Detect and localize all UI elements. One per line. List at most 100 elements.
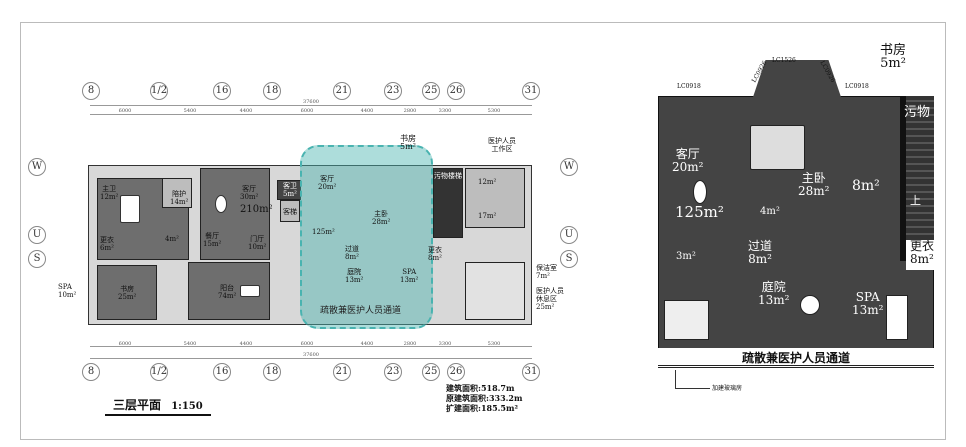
- axis-8-bottom: 8: [82, 363, 100, 381]
- leader-line: [675, 370, 676, 388]
- room-label: 陪护 14m²: [170, 190, 189, 206]
- area-summary: 建筑面积:518.7m 原建筑面积:333.2m 扩建面积:185.5m²: [446, 383, 522, 413]
- room-study: [97, 265, 157, 320]
- axis-23: 23: [384, 82, 402, 100]
- axis-8: 8: [82, 82, 100, 100]
- room-label: 17m²: [478, 212, 497, 220]
- room-living: [200, 168, 270, 260]
- drawing-frame: [20, 22, 946, 440]
- axis-26: 26: [447, 82, 465, 100]
- dimension-line: [90, 346, 532, 347]
- room-label: 4m²: [165, 235, 179, 243]
- window-label: LC0918: [845, 83, 869, 90]
- dimension: 4400: [239, 108, 253, 114]
- bed: [750, 125, 805, 170]
- room-label: 12m²: [478, 178, 497, 186]
- extension-area: 扩建面积:185.5m²: [446, 403, 518, 413]
- dimension: 5300: [487, 341, 501, 347]
- room-label: 过道 8m²: [345, 245, 359, 261]
- room-label: 客卫 5m²: [283, 182, 297, 198]
- dimension: 6000: [118, 341, 132, 347]
- plan-title-text: 三层平面: [113, 398, 162, 412]
- axis-s-left: S: [28, 250, 46, 268]
- study-label: 书房 5m²: [880, 43, 907, 71]
- room-label: 阳台 74m²: [218, 284, 237, 300]
- room-label: 主卫 12m²: [100, 185, 119, 201]
- axis-u-left: U: [28, 226, 46, 244]
- axis-18: 18: [263, 82, 281, 100]
- wall: [900, 96, 906, 261]
- room-label: SPA 13m²: [400, 268, 419, 284]
- dimension: 2800: [403, 108, 417, 114]
- axis-26-bottom: 26: [447, 363, 465, 381]
- highlighted-unit[interactable]: [300, 145, 433, 329]
- room-label: SPA 13m²: [852, 290, 884, 317]
- axis-31-bottom: 31: [522, 363, 540, 381]
- room-label: 客厅 30m²: [240, 185, 259, 201]
- room-care: [162, 178, 192, 208]
- room-label: 书房 25m²: [118, 285, 137, 301]
- axis-u-right: U: [560, 226, 578, 244]
- round-table: [800, 295, 820, 315]
- axis-w-right: W: [560, 158, 578, 176]
- dimension: 5300: [487, 108, 501, 114]
- room-label: 客梯: [283, 208, 297, 216]
- stair-up-label: 上: [910, 194, 921, 207]
- room-label: 污物: [904, 105, 931, 120]
- dimension: 5400: [183, 108, 197, 114]
- room-label: 125m²: [675, 203, 724, 221]
- room-label: 医护人员 休息区 25m²: [536, 287, 564, 311]
- window-label: LC1526: [772, 57, 796, 64]
- room-label: 医护人员 工作区: [488, 137, 516, 153]
- bed: [120, 195, 140, 223]
- building-area: 建筑面积:518.7m: [446, 383, 515, 393]
- staff-rest-area: [465, 262, 525, 320]
- room-label: 主卧 28m²: [798, 171, 830, 198]
- room-label: 更衣 8m²: [428, 246, 442, 262]
- passage-label: 疏散兼医护人员通道: [658, 348, 934, 368]
- guest-elevator: [280, 200, 300, 222]
- room-label: 污物楼梯: [434, 172, 462, 180]
- table: [240, 285, 260, 297]
- corridor-label: 疏散兼医护人员通道: [320, 306, 402, 316]
- window-label: LC0918: [677, 83, 701, 90]
- dimension: 4400: [360, 108, 374, 114]
- dimension-total: 37600: [303, 352, 319, 358]
- bathtub: [886, 295, 908, 340]
- room-label: 210m²: [240, 204, 273, 215]
- bed: [664, 300, 709, 340]
- room-label: 书房 5m²: [400, 134, 416, 151]
- room-label: 125m²: [312, 228, 335, 236]
- staff-work-area: [465, 168, 525, 228]
- axis-1-2-bottom: 1/2: [150, 363, 168, 381]
- dimension: 5400: [183, 341, 197, 347]
- axis-18-bottom: 18: [263, 363, 281, 381]
- axis-s-right: S: [560, 250, 578, 268]
- room-label: 更衣 6m²: [100, 236, 114, 252]
- dimension: 4400: [360, 341, 374, 347]
- plan-title: 三层平面 1:150: [105, 396, 211, 416]
- bay-window: [752, 60, 842, 100]
- axis-16: 16: [213, 82, 231, 100]
- dimension: 3300: [438, 341, 452, 347]
- dimension-line: [90, 114, 532, 115]
- axis-25: 25: [422, 82, 440, 100]
- original-area: 原建筑面积:333.2m: [446, 393, 523, 403]
- dimension: 3300: [438, 108, 452, 114]
- dimension: 6000: [300, 108, 314, 114]
- room-label: 客厅 20m²: [672, 147, 704, 174]
- plan-scale: 1:150: [171, 401, 203, 412]
- room-label: 8m²: [852, 178, 880, 194]
- table: [215, 195, 227, 213]
- room-label: 庭院 13m²: [758, 280, 790, 307]
- dimension-line-total-bottom: [90, 358, 532, 359]
- room-label: 保洁室 7m²: [536, 264, 557, 280]
- room-label: 门厅 10m²: [248, 235, 267, 251]
- axis-23-bottom: 23: [384, 363, 402, 381]
- room-label: 客厅 20m²: [318, 175, 337, 191]
- leader-line: [675, 388, 710, 389]
- room-label: 更衣 8m²: [906, 240, 936, 270]
- dimension: 6000: [118, 108, 132, 114]
- axis-w-left: W: [28, 158, 46, 176]
- room-label: 餐厅 15m²: [203, 232, 222, 248]
